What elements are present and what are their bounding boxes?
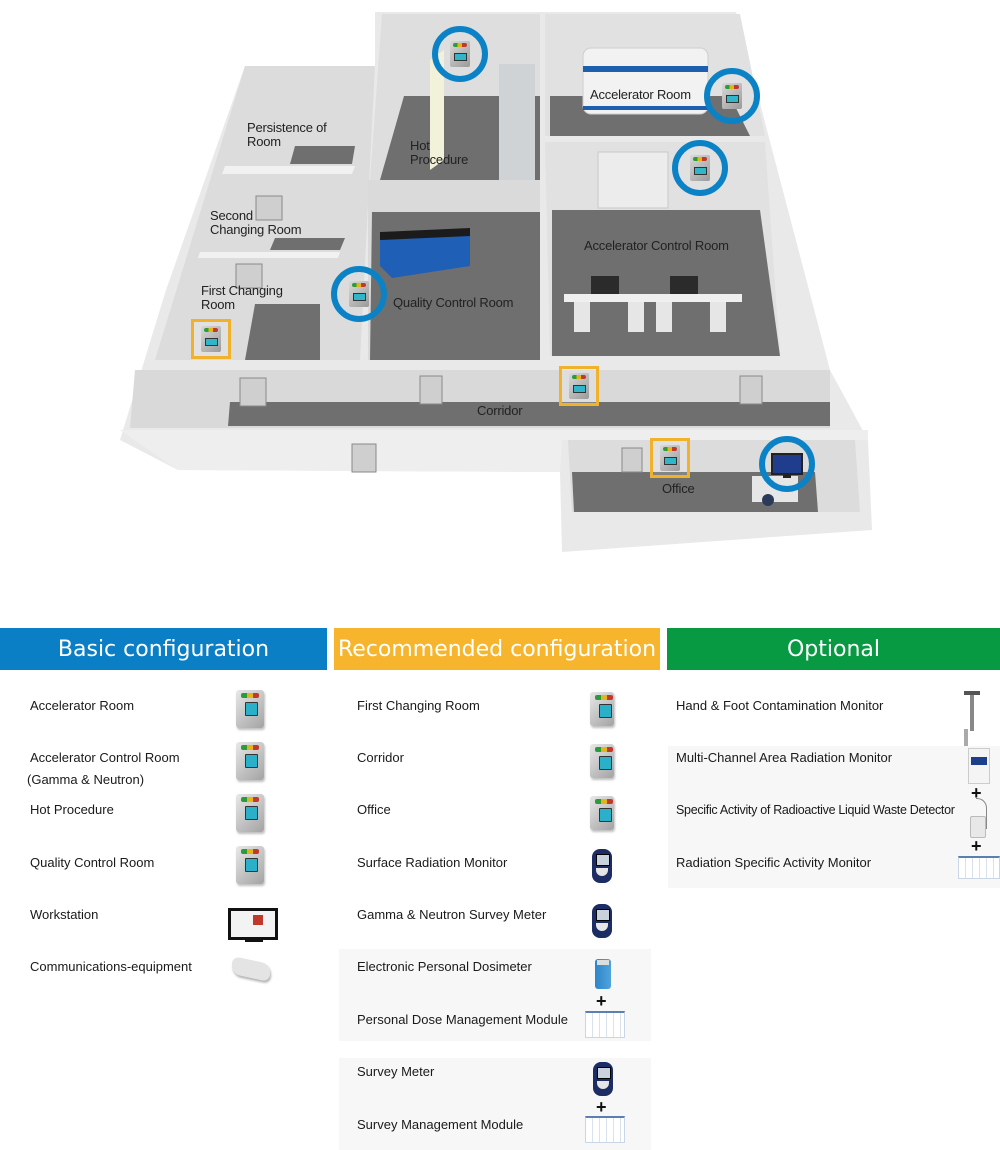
- room-label-line: Second: [210, 208, 253, 223]
- area-monitor-icon: [590, 692, 614, 726]
- area-monitor-icon: [201, 326, 221, 352]
- list-item: First Changing Room: [357, 698, 480, 713]
- room-label-line: First Changing: [201, 283, 283, 298]
- area-monitor-icon: [236, 742, 264, 780]
- basic-marker-accelerator-control: [672, 140, 728, 196]
- area-monitor-icon: [690, 155, 710, 181]
- area-monitor-icon: [349, 281, 369, 307]
- multi-channel-monitor-icon: [968, 748, 990, 784]
- software-table-icon: [585, 1116, 625, 1143]
- recommended-marker-office: [650, 438, 690, 478]
- room-label-accelerator-room: Accelerator Room: [590, 87, 691, 102]
- doors: [235, 195, 763, 473]
- list-item: Hot Procedure: [30, 802, 114, 817]
- plus-icon: +: [971, 836, 982, 856]
- room-label-accelerator-control: Accelerator Control Room: [584, 238, 729, 253]
- room-label-line: Room: [247, 134, 281, 149]
- area-monitor-icon: [590, 744, 614, 778]
- hand-foot-monitor-icon: [964, 691, 980, 731]
- basic-marker-accelerator-room: [704, 68, 760, 124]
- room-label-hot-procedure: Hot Procedure: [410, 139, 468, 167]
- room-label-persistence: Persistence of Room: [247, 121, 327, 149]
- room-label-first-changing: First Changing Room: [201, 284, 283, 312]
- optional-configuration-header: Optional: [667, 628, 1000, 670]
- floor-first-changing-room: [245, 304, 320, 360]
- list-item: Hand & Foot Contamination Monitor: [676, 698, 884, 713]
- list-item: Survey Management Module: [357, 1117, 524, 1132]
- list-item: Personal Dose Management Module: [357, 1012, 569, 1027]
- control-desk: [652, 294, 742, 302]
- recommended-marker-corridor: [559, 366, 599, 406]
- list-item: Surface Radiation Monitor: [357, 855, 508, 870]
- room-label-line: Changing Room: [210, 222, 302, 237]
- list-item: Gamma & Neutron Survey Meter: [357, 907, 547, 922]
- room-label-line: Procedure: [410, 152, 469, 167]
- recommended-configuration-header: Recommended configuration: [334, 628, 660, 670]
- list-item: Accelerator Room: [30, 698, 135, 713]
- area-monitor-icon: [590, 796, 614, 830]
- workstation-icon: [771, 453, 803, 478]
- workstation-monitor-icon: [228, 908, 278, 942]
- area-monitor-icon: [569, 373, 589, 399]
- list-item: Survey Meter: [357, 1064, 435, 1079]
- basic-marker-quality-control: [331, 266, 387, 322]
- basic-configuration-header: Basic configuration: [0, 628, 327, 670]
- room-label-line: Hot: [410, 138, 430, 153]
- list-item: Radiation Specific Activity Monitor: [676, 855, 872, 870]
- plus-icon: +: [971, 783, 982, 803]
- basic-marker-hot-procedure: [432, 26, 488, 82]
- survey-meter-icon: [592, 849, 612, 883]
- office-chair: [762, 494, 774, 506]
- dosimeter-bundle-group: Electronic Personal Dosimeter + Personal…: [339, 949, 651, 1041]
- room-label-line: Persistence of: [247, 120, 327, 135]
- room-label-corridor: Corridor: [477, 403, 523, 418]
- list-item: Communications-equipment: [30, 959, 192, 974]
- survey-meter-icon: [592, 904, 612, 938]
- floor-corridor: [228, 402, 830, 426]
- hot-cell-cabinet: [499, 64, 535, 180]
- floor-second-changing-room: [270, 238, 345, 250]
- floor-persistence-room: [290, 146, 355, 164]
- floor-accelerator-control: [552, 210, 780, 356]
- area-monitor-icon: [236, 794, 264, 832]
- floor-plan-diagram: Persistence of Room Hot Procedure Accele…: [120, 12, 872, 552]
- room-label-office: Office: [662, 481, 695, 496]
- accelerator-machine: [582, 47, 709, 115]
- software-table-icon: [585, 1011, 625, 1038]
- list-item: Electronic Personal Dosimeter: [357, 959, 532, 974]
- wall-lower: [120, 430, 868, 472]
- plus-icon: +: [596, 991, 607, 1011]
- area-monitor-icon: [722, 83, 742, 109]
- dosimeter-icon: [595, 959, 611, 989]
- area-monitor-icon: [236, 846, 264, 884]
- list-item: Quality Control Room: [30, 855, 155, 870]
- software-table-icon: [958, 856, 1000, 879]
- list-item-subtitle: (Gamma & Neutron): [27, 772, 145, 787]
- list-item: Specific Activity of Radioactive Liquid …: [676, 803, 955, 817]
- recommended-marker-first-changing: [191, 319, 231, 359]
- list-item: Workstation: [30, 907, 99, 922]
- room-label-quality-control: Quality Control Room: [393, 295, 514, 310]
- area-monitor-icon: [660, 445, 680, 471]
- list-item: Accelerator Control Room: [30, 750, 180, 765]
- survey-meter-icon: [593, 1062, 613, 1096]
- control-desk: [564, 294, 654, 302]
- basic-marker-workstation: [759, 436, 815, 492]
- router-icon: [232, 955, 270, 983]
- area-monitor-icon: [450, 41, 470, 67]
- room-label-second-changing: Second Changing Room: [210, 208, 302, 237]
- list-item: Office: [357, 802, 391, 817]
- multi-channel-bundle-group: Multi-Channel Area Radiation Monitor + S…: [668, 746, 1000, 888]
- survey-meter-bundle-group: Survey Meter + Survey Management Module: [339, 1058, 651, 1150]
- area-monitor-icon: [236, 690, 264, 728]
- liquid-detector-icon: [970, 798, 987, 838]
- list-item: Corridor: [357, 750, 404, 765]
- shield-door: [597, 151, 669, 209]
- room-label-line: Room: [201, 297, 235, 312]
- plus-icon: +: [596, 1097, 607, 1117]
- list-item: Multi-Channel Area Radiation Monitor: [676, 750, 893, 765]
